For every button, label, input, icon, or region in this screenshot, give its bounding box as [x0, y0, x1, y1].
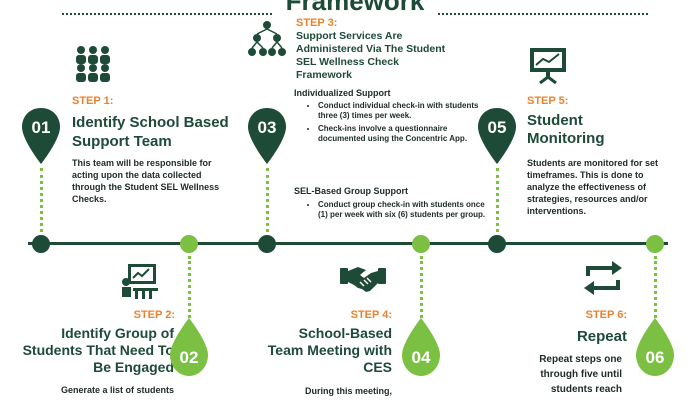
step-5-connector [496, 168, 499, 232]
hierarchy-icon [248, 20, 286, 58]
step-4-node [412, 235, 430, 253]
step-5-number: 05 [487, 118, 507, 137]
step-1-label: STEP 1: [72, 95, 114, 107]
list-item: Check-ins involve a questionnaire docume… [318, 124, 494, 144]
list-item: Conduct group check-in with students onc… [318, 200, 494, 220]
step-1-title: Identify School Based Support Team [72, 114, 229, 150]
step-6-number: 06 [645, 348, 665, 367]
step-3-label: STEP 3: [296, 17, 338, 29]
step-6-label: STEP 6: [585, 309, 627, 321]
step-5-label: STEP 5: [527, 95, 569, 107]
step-3-number: 03 [257, 118, 277, 137]
step-5-body: Students are monitored for set timeframe… [527, 158, 659, 216]
handshake-icon [340, 262, 386, 296]
step-2-label: STEP 2: [133, 309, 175, 321]
step-5-pin: 05 [478, 108, 516, 164]
repeat-icon [578, 258, 628, 298]
header-rule-left [62, 13, 272, 15]
step-3-section-2-list: Conduct group check-in with students onc… [304, 200, 494, 223]
presentation-board-icon [120, 262, 160, 300]
timeline-line [28, 242, 668, 245]
header-rule-right [438, 13, 648, 15]
step-4-title: School-Based Team Meeting with CES [267, 325, 392, 375]
page-title: Framework [285, 0, 425, 16]
step-6-connector [654, 256, 657, 318]
step-3-pin: 03 [248, 108, 286, 164]
step-1-number: 01 [31, 118, 51, 137]
step-4-label: STEP 4: [350, 309, 392, 321]
step-1-node [32, 235, 50, 253]
step-2-connector [188, 256, 191, 318]
step-4-number: 04 [411, 348, 431, 367]
step-1-body: This team will be responsible for acting… [72, 158, 220, 204]
step-1-pin: 01 [22, 108, 60, 164]
step-2-body: Generate a list of students [60, 385, 174, 395]
step-6-node [646, 235, 664, 253]
step-2-pin: 02 [170, 318, 208, 376]
team-icon [70, 44, 116, 82]
step-3-section-2-heading: SEL-Based Group Support [294, 186, 409, 196]
step-5-title: Student Monitoring [527, 112, 605, 147]
step-3-node [258, 235, 276, 253]
step-6-title: Repeat [576, 328, 627, 345]
step-3-section-1-list: Conduct individual check-in with student… [304, 101, 494, 147]
step-3-title: Support Services Are Administered Via Th… [296, 30, 446, 81]
monitoring-chart-icon [528, 46, 568, 85]
step-6-body: Repeat steps one through five until stud… [539, 354, 622, 395]
list-item: Conduct individual check-in with student… [318, 101, 494, 121]
step-4-body: During this meeting, [304, 386, 392, 396]
step-3-section-1-heading: Individualized Support [294, 88, 391, 98]
step-2-title: Identify Group of Students That Need To … [22, 325, 174, 375]
step-4-pin: 04 [402, 318, 440, 376]
step-3-connector [266, 168, 269, 232]
step-1-connector [40, 168, 43, 232]
step-2-number: 02 [179, 348, 199, 367]
step-4-connector [420, 256, 423, 318]
step-5-node [488, 235, 506, 253]
step-6-pin: 06 [636, 318, 674, 376]
step-2-node [180, 235, 198, 253]
